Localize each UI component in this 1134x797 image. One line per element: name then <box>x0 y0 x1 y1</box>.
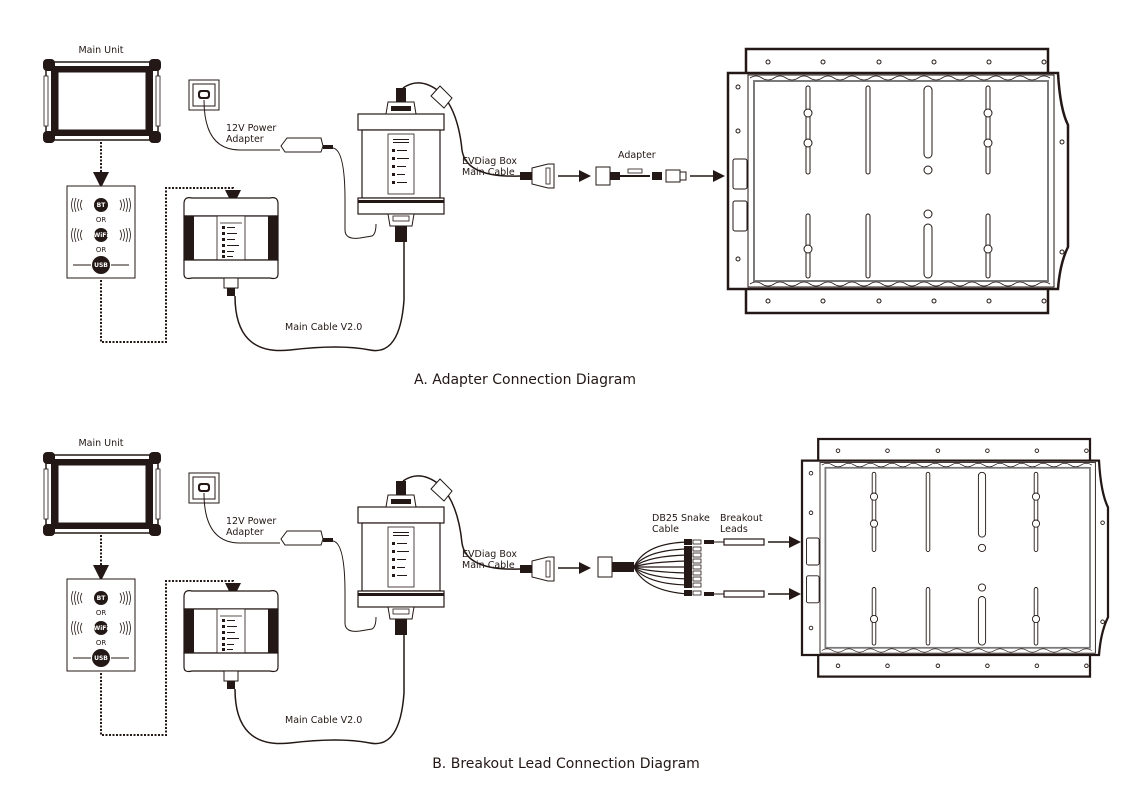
evdiag-box-icon <box>357 480 445 636</box>
bt-icon: BT <box>97 202 107 209</box>
snake-cable-label-line1: DB25 Snake <box>652 513 710 524</box>
db25-connector-icon <box>519 556 555 582</box>
snake-cable-label-line2: Cable <box>652 524 679 535</box>
evdiag-main-cable <box>402 475 521 570</box>
main-unit-label: Main Unit <box>78 45 123 56</box>
breakout-leads-label-line1: Breakout <box>720 513 763 524</box>
evdiag-main-cable <box>402 82 521 177</box>
adapter-cable-icon <box>595 166 687 186</box>
power-adapter-label-line1: 12V Power <box>226 123 276 134</box>
evdiag-cable-label-line1: EVDiag Box <box>462 156 517 167</box>
evdiag-cable-label-line2: Main Cable <box>462 560 515 571</box>
main-cable <box>234 236 405 352</box>
cable-clamp-icon <box>430 85 453 109</box>
evdiag-cable-label-line1: EVDiag Box <box>462 549 517 560</box>
or-label: OR <box>96 639 107 647</box>
main-unit-label: Main Unit <box>78 438 123 449</box>
vci-box-icon <box>183 197 279 297</box>
power-cable <box>332 147 377 239</box>
power-cord <box>203 492 280 544</box>
battery-pack-icon <box>726 47 1070 315</box>
breakout-leads-icon <box>704 538 765 598</box>
main-cable-label: Main Cable V2.0 <box>285 322 362 333</box>
adapter-label: Adapter <box>618 150 656 161</box>
power-cord <box>203 99 280 151</box>
evdiag-cable-label-line2: Main Cable <box>462 167 515 178</box>
or-label: OR <box>96 246 107 254</box>
power-cable <box>332 540 377 632</box>
bt-icon: BT <box>97 595 107 602</box>
or-label: OR <box>96 609 107 617</box>
main-cable <box>234 629 405 745</box>
cable-clamp-icon <box>430 478 453 502</box>
breakout-leads-label-line2: Leads <box>720 524 748 535</box>
power-adapter-label-line2: Adapter <box>226 134 264 145</box>
usb-icon: USB <box>94 262 108 269</box>
dashed-connection-line <box>100 187 241 343</box>
battery-pack-icon <box>800 437 1110 678</box>
dashed-connection-line <box>100 580 241 736</box>
usb-icon: USB <box>94 655 108 662</box>
wifi-icon: WiFi <box>94 232 109 239</box>
power-adapter-label-line1: 12V Power <box>226 516 276 527</box>
main-unit-tablet-icon <box>42 58 162 144</box>
vci-box-icon <box>183 589 279 690</box>
db25-connector-icon <box>519 163 555 189</box>
caption-a: A. Adapter Connection Diagram <box>414 372 636 388</box>
power-brick-icon <box>280 137 334 153</box>
wifi-icon: WiFi <box>94 625 109 632</box>
power-adapter-label-line2: Adapter <box>226 527 264 538</box>
caption-b: B. Breakout Lead Connection Diagram <box>432 756 700 772</box>
main-cable-label: Main Cable V2.0 <box>285 715 362 726</box>
main-unit-tablet-icon <box>42 451 162 537</box>
power-brick-icon <box>280 530 334 546</box>
evdiag-box-icon <box>357 87 445 243</box>
or-label: OR <box>96 216 107 224</box>
db25-snake-cable-icon <box>597 539 702 596</box>
